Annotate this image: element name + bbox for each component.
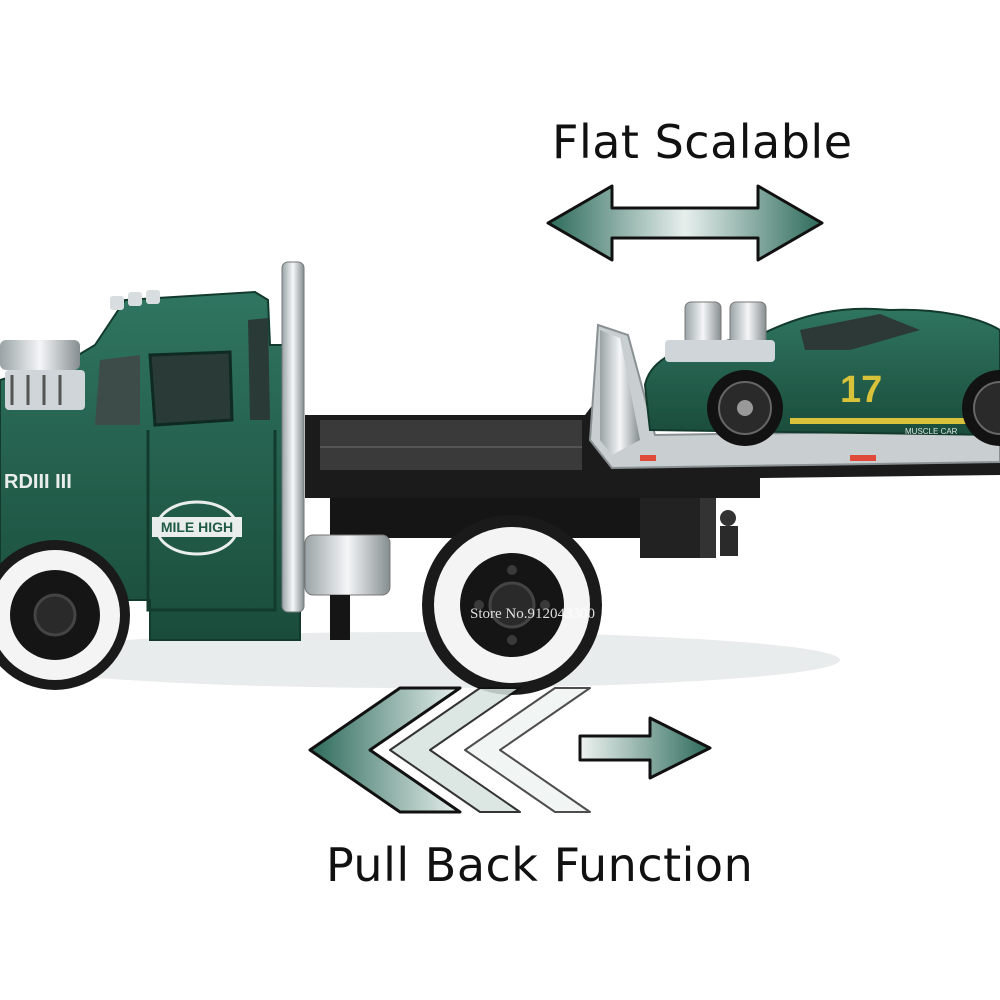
mile-high-badge: MILE HIGH [152,500,242,556]
car-side-text: MUSCLE CAR [905,427,958,436]
ground-shadow [0,632,840,688]
mile-high-badge-text: MILE HIGH [161,519,233,535]
flatbed-truck: RDIII III MILE HIGH [0,261,1000,695]
store-watermark: Store No.912043300 [470,606,595,622]
truck-rear-wheel [422,515,602,695]
flat-scalable-arrow [546,184,824,262]
flat-scalable-label: Flat Scalable [552,115,853,169]
pull-back-right-arrow [578,716,712,780]
truck-front-wheel [0,540,130,690]
car-front-wheel [707,370,783,446]
car-engine-chrome [665,301,775,362]
pull-back-chevrons [308,686,591,814]
truck-door-text: RDIII III [4,471,72,493]
race-car: 17 MUSCLE CAR [643,301,1000,446]
car-race-number: 17 [840,369,882,411]
car-rear-wheel [962,370,1000,446]
engine-chrome [0,340,85,410]
pull-back-function-label: Pull Back Function [326,838,754,892]
